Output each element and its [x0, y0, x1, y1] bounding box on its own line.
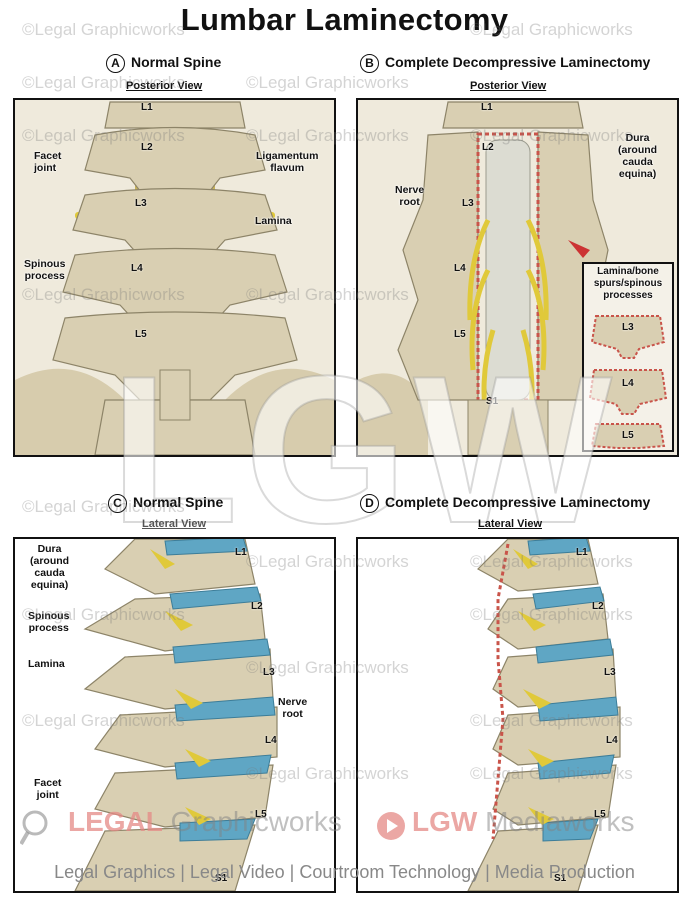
- panel-b-view: Posterior View: [470, 80, 547, 92]
- panel-d-title-text: Complete Decompressive Laminectomy: [385, 494, 651, 510]
- page-title: Lumbar Laminectomy: [180, 2, 509, 37]
- logo-legal: LEGAL: [68, 806, 163, 837]
- watermark-text: ©Legal Graphicworks: [470, 20, 633, 39]
- label-lamina: Lamina: [255, 215, 292, 227]
- watermark-text: ©Legal Graphicworks: [246, 658, 409, 677]
- level-label: S1: [486, 396, 499, 407]
- inset-level: L4: [622, 378, 634, 389]
- level-label: L1: [141, 102, 153, 113]
- level-label: L3: [263, 667, 275, 678]
- panel-b-drawing: [358, 100, 677, 455]
- footer-text: Legal Graphics | Legal Video | Courtroom…: [54, 862, 635, 882]
- level-label: L2: [482, 142, 494, 153]
- play-icon: [377, 812, 405, 840]
- label-facet-joint: Facet joint: [34, 150, 62, 174]
- watermark-text: ©Legal Graphicworks: [22, 126, 185, 145]
- logo-lgw: LGW: [412, 806, 478, 837]
- panel-d-illustration: L1 L2 L3 L4 L5 S1: [356, 537, 679, 893]
- level-label: L4: [606, 735, 618, 746]
- watermark-text: ©Legal Graphicworks: [246, 285, 409, 304]
- watermark-text: ©Legal Graphicworks: [246, 126, 409, 145]
- level-label: L3: [135, 198, 147, 209]
- label-spinous-process: Spinous process: [24, 258, 66, 282]
- watermark-text: ©Legal Graphicworks: [246, 73, 409, 92]
- watermark-text: ©Legal Graphicworks: [22, 285, 185, 304]
- panel-c-title-text: Normal Spine: [133, 494, 224, 510]
- panel-b-illustration: L1 L2 L3 L4 L5 S1: [356, 98, 679, 457]
- panel-d-drawing: [467, 539, 621, 891]
- panel-b-letter: B: [360, 54, 379, 73]
- panel-c-letter: C: [108, 494, 127, 513]
- watermark-text: ©Legal Graphicworks: [246, 552, 409, 571]
- magnifier-icon: [20, 808, 54, 846]
- panel-a-illustration: L1 L2 L3 L4 L5: [13, 98, 336, 457]
- panel-b-title: B Complete Decompressive Laminectomy: [360, 54, 650, 73]
- level-label: L5: [594, 809, 606, 820]
- panel-a-title: A Normal Spine: [106, 54, 221, 73]
- watermark-text: ©Legal Graphicworks: [22, 20, 185, 39]
- panel-d-title: D Complete Decompressive Laminectomy: [360, 494, 650, 513]
- panel-a-drawing: [15, 100, 334, 455]
- logo-graphicworks: Graphicworks: [170, 806, 342, 837]
- watermark-text: ©Legal Graphicworks: [22, 711, 185, 730]
- level-label: L3: [462, 198, 474, 209]
- label-nerve-root-lateral: Nerve root: [278, 696, 308, 720]
- inset-drawing: [588, 315, 668, 449]
- panel-d-view: Lateral View: [478, 518, 542, 530]
- panel-c-title: C Normal Spine: [108, 494, 223, 513]
- label-dura-lateral: Dura (around cauda equina): [30, 543, 70, 591]
- label-lamina-lateral: Lamina: [28, 658, 65, 670]
- level-label: L5: [454, 329, 466, 340]
- inset-level: L3: [622, 322, 634, 333]
- panel-a-letter: A: [106, 54, 125, 73]
- watermark-text: ©Legal Graphicworks: [470, 764, 633, 783]
- watermark-text: ©Legal Graphicworks: [470, 605, 633, 624]
- watermark-text: ©Legal Graphicworks: [22, 73, 185, 92]
- label-ligamentum-flavum: Ligamentum flavum: [256, 150, 319, 174]
- lgw-watermark: LGW: [109, 332, 618, 567]
- logo-mediaworks: Mediaworks: [485, 806, 635, 837]
- label-facet-joint-lateral: Facet joint: [34, 777, 62, 801]
- watermark-text: ©Legal Graphicworks: [22, 605, 185, 624]
- level-label: L1: [235, 547, 247, 558]
- watermark-text: ©Legal Graphicworks: [470, 711, 633, 730]
- watermark-text: ©Legal Graphicworks: [470, 552, 633, 571]
- watermark-text: ©Legal Graphicworks: [22, 497, 185, 516]
- level-label: L1: [481, 102, 493, 113]
- level-label: L4: [265, 735, 277, 746]
- watermark-text: ©Legal Graphicworks: [246, 764, 409, 783]
- level-label: S1: [554, 873, 567, 884]
- level-label: L2: [592, 601, 604, 612]
- label-spinous-process-lateral: Spinous process: [28, 610, 70, 634]
- level-label: L3: [604, 667, 616, 678]
- logo-lgw-mediaworks: LGW Mediaworks: [412, 806, 634, 838]
- level-label: L4: [131, 263, 143, 274]
- panel-b-title-text: Complete Decompressive Laminectomy: [385, 54, 651, 70]
- inset-title: Lamina/bone spurs/spinous processes: [593, 266, 663, 301]
- level-label: S1: [215, 873, 228, 884]
- inset-level: L5: [622, 430, 634, 441]
- level-label: L1: [576, 547, 588, 558]
- panel-a-title-text: Normal Spine: [131, 54, 222, 70]
- panel-a-view: Posterior View: [126, 80, 203, 92]
- logo-legal-graphicworks: LEGAL Graphicworks: [68, 806, 342, 838]
- panel-c-view: Lateral View: [142, 518, 206, 530]
- label-nerve-root: Nerve root: [395, 184, 425, 208]
- level-label: L2: [141, 142, 153, 153]
- watermark-text: ©Legal Graphicworks: [470, 126, 633, 145]
- panel-d-letter: D: [360, 494, 379, 513]
- label-dura: Dura (around cauda equina): [618, 132, 658, 180]
- panel-c-drawing: [15, 539, 334, 891]
- inset-removed-bone: Lamina/bone spurs/spinous processes L3 L…: [582, 262, 674, 452]
- level-label: L5: [255, 809, 267, 820]
- level-label: L5: [135, 329, 147, 340]
- level-label: L4: [454, 263, 466, 274]
- panel-c-illustration: L1 L2 L3 L4 L5 S1: [13, 537, 336, 893]
- level-label: L2: [251, 601, 263, 612]
